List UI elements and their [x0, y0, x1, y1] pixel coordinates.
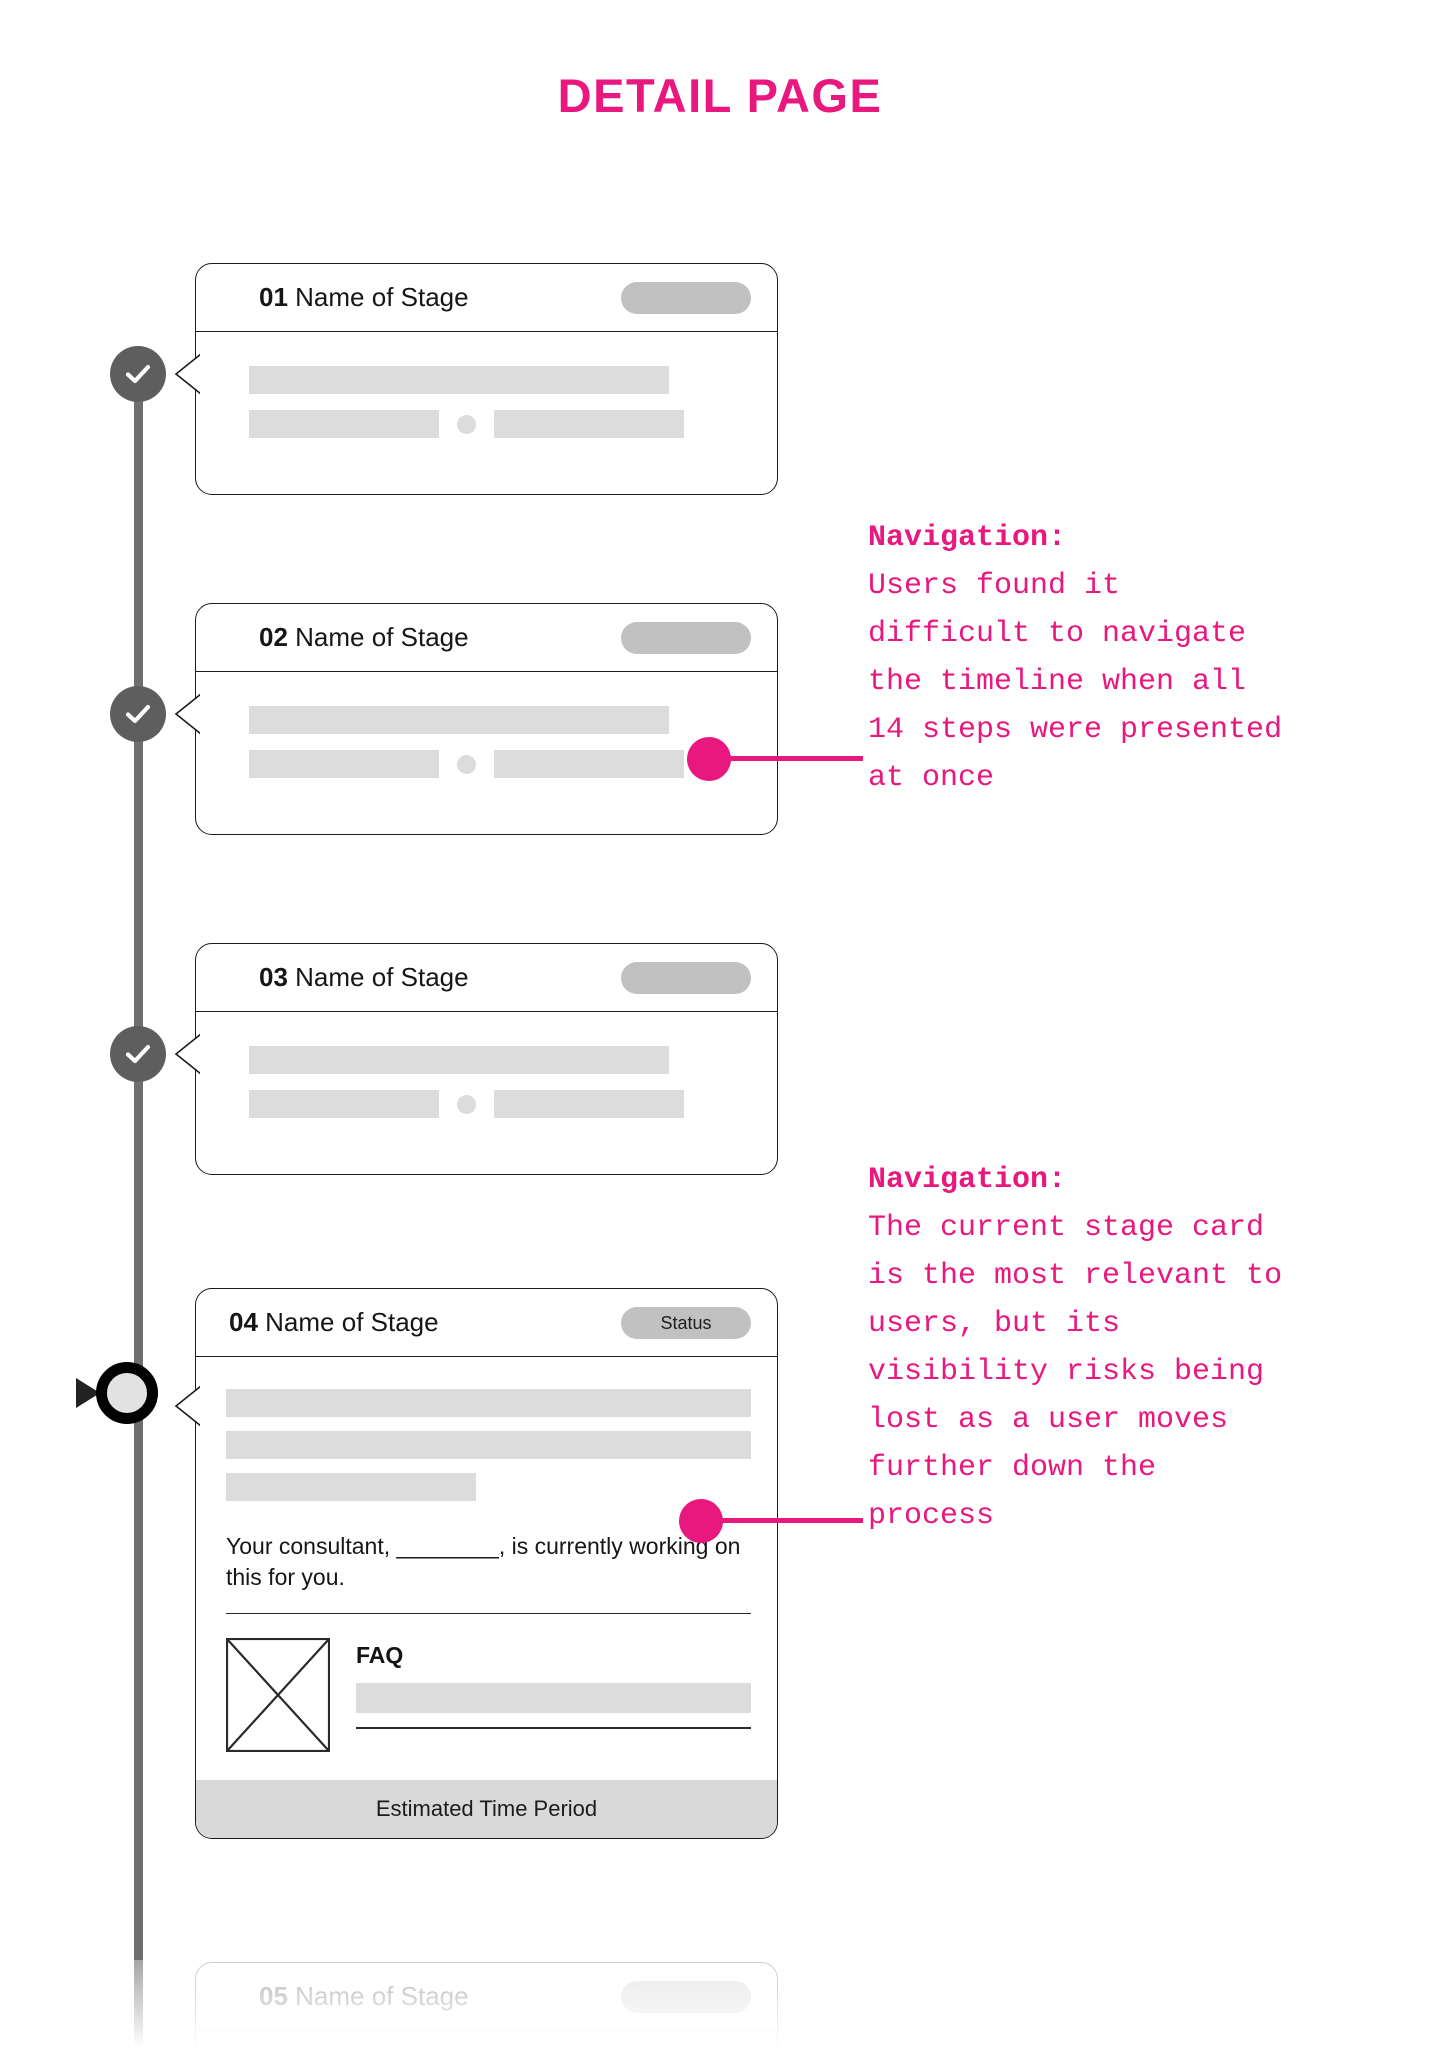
stage-name-04: Name of Stage	[265, 1307, 439, 1337]
stage-title-04: 04 Name of Stage	[229, 1307, 439, 1338]
stage-card-01[interactable]: 01 Name of Stage	[195, 263, 778, 495]
image-placeholder-icon	[226, 1638, 330, 1753]
stage-card-header-05: 05 Name of Stage	[196, 1963, 777, 2031]
stage-card-04[interactable]: 04 Name of Stage Status Your consultant,…	[195, 1288, 778, 1840]
skeleton-line	[356, 1683, 751, 1714]
card-divider	[226, 1612, 751, 1615]
stage-card-header-02: 02 Name of Stage	[196, 604, 777, 672]
stage-name-03: Name of Stage	[295, 962, 469, 992]
annotation-heading-1: Navigation:	[868, 521, 1067, 555]
skeleton-line	[249, 706, 669, 734]
skeleton-line	[249, 410, 439, 438]
stage-card-02[interactable]: 02 Name of Stage	[195, 603, 778, 835]
check-icon	[122, 698, 154, 730]
card-notch-02	[174, 684, 206, 744]
stage-status-pill-05	[621, 1981, 751, 2013]
annotation-line-2	[717, 1518, 863, 1523]
stage-card-header-03: 03 Name of Stage	[196, 944, 777, 1012]
stage-card-body-02	[196, 672, 777, 778]
stage-status-pill-03	[621, 962, 751, 994]
check-icon	[122, 358, 154, 390]
skeleton-dot	[457, 414, 476, 434]
stage-number-02: 02	[259, 622, 288, 652]
faq-section[interactable]: FAQ	[196, 1614, 777, 1753]
stage-name-05: Name of Stage	[295, 1981, 469, 2011]
annotation-dot-1[interactable]	[687, 737, 731, 781]
stage-number-03: 03	[259, 962, 288, 992]
timeline-marker-check-01[interactable]	[110, 346, 166, 402]
faq-content: FAQ	[356, 1638, 751, 1752]
stage-title-03: 03 Name of Stage	[259, 962, 469, 993]
skeleton-line	[249, 1046, 669, 1074]
stage-number-05: 05	[259, 1981, 288, 2011]
skeleton-meta-row	[249, 750, 751, 778]
timeline-rail-fade	[134, 1905, 143, 2048]
card-notch-03	[174, 1024, 206, 1084]
stage-name-02: Name of Stage	[295, 622, 469, 652]
skeleton-line	[249, 366, 669, 394]
skeleton-line	[249, 750, 439, 778]
skeleton-dot	[457, 1094, 476, 1114]
consultant-text: Your consultant, ________, is currently …	[226, 1533, 741, 1590]
annotation-dot-2[interactable]	[679, 1499, 723, 1543]
stage-number-01: 01	[259, 282, 288, 312]
stage-card-header-04: 04 Name of Stage Status	[196, 1289, 777, 1357]
stage-title-02: 02 Name of Stage	[259, 622, 469, 653]
annotation-body-1: Users found it difficult to navigate the…	[868, 569, 1301, 795]
faq-divider	[356, 1727, 751, 1729]
card-notch-04	[174, 1376, 206, 1436]
annotation-text-1: Navigation: Users found it difficult to n…	[868, 514, 1298, 802]
stage-title-05: 05 Name of Stage	[259, 1981, 469, 2012]
stage-card-header-01: 01 Name of Stage	[196, 264, 777, 332]
skeleton-line	[226, 1473, 476, 1501]
skeleton-line	[226, 1389, 751, 1417]
skeleton-meta-row	[249, 410, 751, 438]
page-title: DETAIL PAGE	[557, 69, 883, 122]
timeline-marker-current[interactable]	[96, 1362, 158, 1424]
annotation-text-2: Navigation: The current stage card is the…	[868, 1156, 1298, 1540]
skeleton-line	[226, 1431, 751, 1459]
skeleton-line	[249, 1090, 439, 1118]
stage-card-body-04	[196, 1357, 777, 1501]
timeline-marker-check-03[interactable]	[110, 1026, 166, 1082]
annotation-heading-2: Navigation:	[868, 1163, 1067, 1197]
timeline-marker-check-02[interactable]	[110, 686, 166, 742]
stage-card-body-03	[196, 1012, 777, 1118]
skeleton-line	[494, 750, 684, 778]
stage-status-pill-02	[621, 622, 751, 654]
faq-label: FAQ	[356, 1642, 404, 1669]
stage-card-body-01	[196, 332, 777, 438]
stage-card-03[interactable]: 03 Name of Stage	[195, 943, 778, 1175]
annotation-body-2: The current stage card is the most relev…	[868, 1211, 1301, 1533]
card-notch-01	[174, 344, 206, 404]
annotation-line-1	[725, 756, 863, 761]
check-icon	[122, 1038, 154, 1070]
skeleton-dot	[457, 754, 476, 774]
estimated-time-footer: Estimated Time Period	[196, 1780, 777, 1839]
stage-title-01: 01 Name of Stage	[259, 282, 469, 313]
timeline-rail	[134, 360, 143, 1960]
skeleton-line	[494, 410, 684, 438]
stage-number-04: 04	[229, 1307, 258, 1337]
stage-card-05[interactable]: 05 Name of Stage	[195, 1962, 778, 2048]
stage-status-pill-04: Status	[621, 1307, 751, 1339]
skeleton-meta-row	[249, 1090, 751, 1118]
stage-status-pill-01	[621, 282, 751, 314]
stage-name-01: Name of Stage	[295, 282, 469, 312]
skeleton-line	[494, 1090, 684, 1118]
